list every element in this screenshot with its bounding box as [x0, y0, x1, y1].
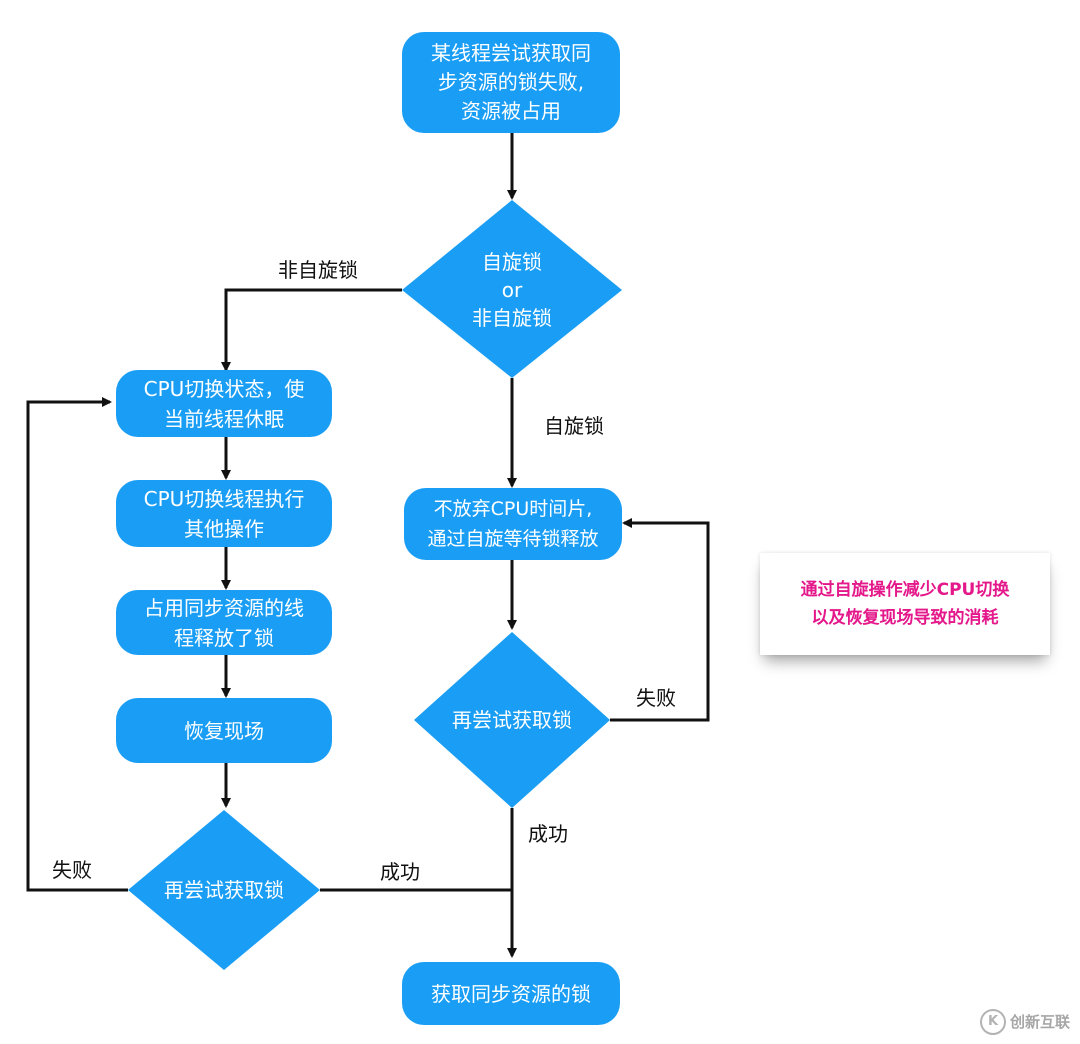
- watermark-text: 创新互联: [1010, 1013, 1071, 1031]
- retry-left-label: 再尝试获取锁: [164, 878, 284, 902]
- cpu-switch-state-node: CPU切换状态，使 当前线程休眠: [116, 370, 332, 437]
- edge-fail-left: [26, 397, 128, 892]
- cpu-switch-thread-node: CPU切换线程执行 其他操作: [116, 480, 332, 547]
- watermark-icon: K: [980, 1009, 1006, 1035]
- edge-label-fail-left: 失败: [52, 858, 92, 882]
- end-node: 获取同步资源的锁: [402, 962, 620, 1025]
- decision-diamond-retry-right: [414, 632, 610, 808]
- edge-fail-right: [610, 518, 710, 722]
- edge-label-non-spin: 非自旋锁: [278, 258, 358, 282]
- edge-label-success-right: 成功: [528, 822, 568, 846]
- note-text: 通过自旋操作减少CPU切换 以及恢复现场导致的消耗: [800, 580, 1010, 628]
- restore-node: 恢复现场: [116, 698, 332, 763]
- occupy-release-node: 占用同步资源的线 程释放了锁: [116, 590, 332, 655]
- edge-non-spin: [221, 288, 402, 372]
- note-card: 通过自旋操作减少CPU切换 以及恢复现场导致的消耗: [760, 553, 1050, 655]
- watermark-logo: K 创新互联: [980, 1006, 1070, 1038]
- edge-label-success-left: 成功: [380, 860, 420, 884]
- decision-diamond-retry-left: [128, 810, 320, 970]
- edge-label-fail-right: 失败: [636, 686, 676, 710]
- spin-wait-node: 不放弃CPU时间片, 通过自旋等待锁释放: [404, 488, 622, 560]
- retry-right-label: 再尝试获取锁: [452, 708, 572, 732]
- start-node: 某线程尝试获取同 步资源的锁失败, 资源被占用: [402, 32, 620, 133]
- decision-diamond-type: [402, 200, 622, 378]
- edge-label-spin: 自旋锁: [544, 414, 604, 438]
- decision-type-label: 自旋锁 or 非自旋锁: [472, 250, 552, 330]
